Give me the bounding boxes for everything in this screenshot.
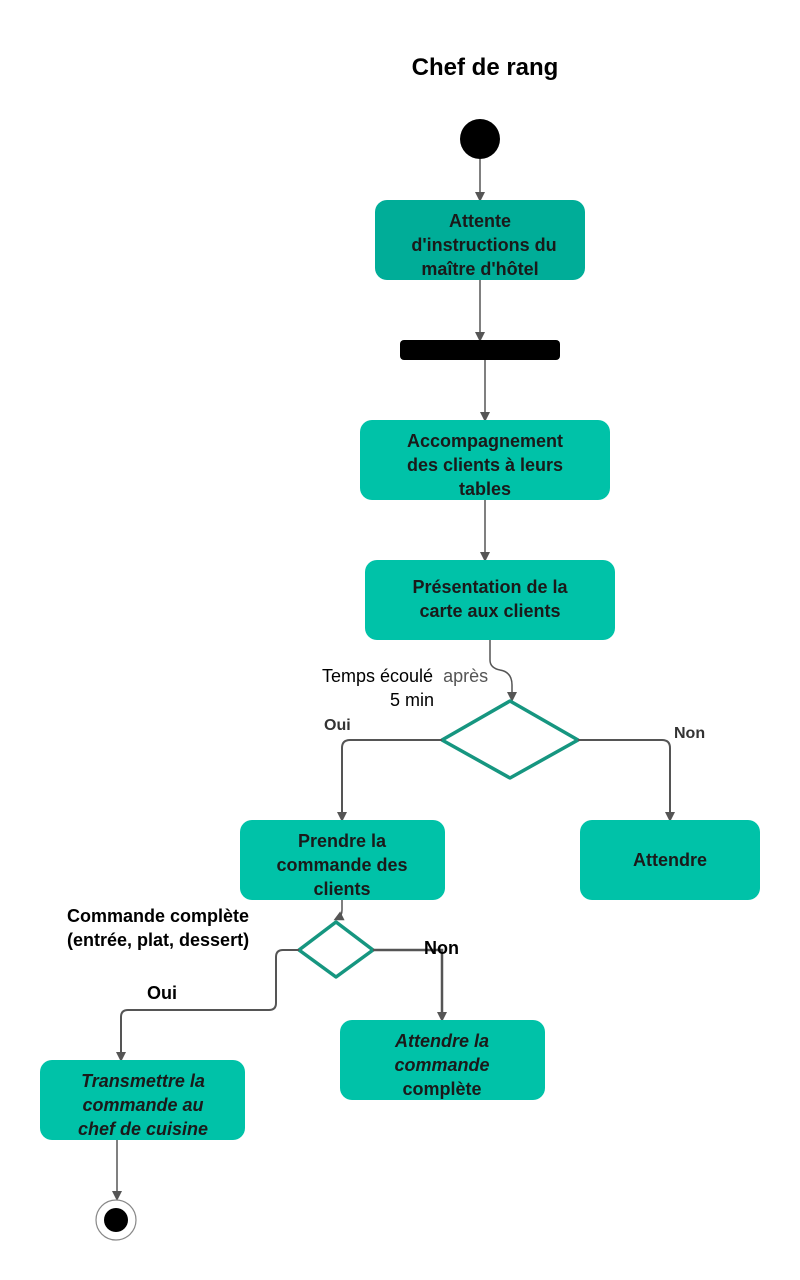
decision-1-diamond <box>440 699 580 780</box>
guard-time-elapsed-line-2: 5 min <box>390 690 434 710</box>
end-node <box>95 1199 137 1241</box>
accompany-line-3: tables <box>459 479 511 499</box>
edge-decision1-no <box>578 739 675 822</box>
decision-2-diamond <box>297 920 375 979</box>
take-order-line-2: commande des <box>276 855 407 875</box>
action-accompany: Accompagnement des clients à leurs table… <box>360 420 610 500</box>
wait-instructions-line-2: d'instructions du <box>411 235 556 255</box>
wait-label: Attendre <box>633 850 707 870</box>
accompany-line-2: des clients à leurs <box>407 455 563 475</box>
edge-take-order-to-decision2 <box>333 900 345 921</box>
edge-decision1-yes <box>337 739 442 822</box>
take-order-line-1: Prendre la <box>298 831 387 851</box>
wait-instructions-line-3: maître d'hôtel <box>421 259 538 279</box>
present-menu-line-2: carte aux clients <box>419 601 560 621</box>
take-order-line-3: clients <box>313 879 370 899</box>
wait-complete-line-3: complète <box>402 1079 481 1099</box>
action-present-menu: Présentation de la carte aux clients <box>365 560 615 640</box>
guard-time-elapsed: Temps écoulé après <box>322 666 488 686</box>
accompany-line-1: Accompagnement <box>407 431 563 451</box>
wait-complete-line-2: commande <box>394 1055 489 1075</box>
decision1-yes-label: Oui <box>324 717 351 734</box>
edge-decision2-yes <box>116 949 299 1062</box>
present-menu-line-1: Présentation de la <box>412 577 568 597</box>
decision2-no-label: Non <box>424 938 459 958</box>
wait-complete-line-1: Attendre la <box>394 1031 489 1051</box>
action-transmit-order: Transmettre la commande au chef de cuisi… <box>40 1060 245 1140</box>
diagram-title: Chef de rang <box>412 54 559 81</box>
action-wait: Attendre <box>580 820 760 900</box>
guard-time-elapsed-part-1: Temps écoulé <box>322 666 433 686</box>
transmit-line-2: commande au <box>82 1095 203 1115</box>
decision2-yes-label: Oui <box>147 983 177 1003</box>
start-node <box>460 119 500 159</box>
action-take-order: Prendre la commande des clients <box>240 820 445 900</box>
edge-decision2-no <box>373 948 447 1022</box>
fork-bar <box>400 340 560 360</box>
wait-instructions-line-1: Attente <box>449 211 511 231</box>
edge-present-to-decision1 <box>489 640 517 702</box>
transmit-line-3: chef de cuisine <box>78 1119 208 1139</box>
action-wait-complete-order: Attendre la commande complète <box>340 1020 545 1100</box>
guard-order-complete-line-1: Commande complète <box>67 906 249 926</box>
guard-time-elapsed-part-2: après <box>443 666 488 686</box>
action-wait-instructions: Attente d'instructions du maître d'hôtel <box>375 200 585 280</box>
decision1-no-label: Non <box>674 725 705 742</box>
transmit-line-1: Transmettre la <box>81 1071 205 1091</box>
guard-order-complete-line-2: (entrée, plat, dessert) <box>67 930 249 950</box>
